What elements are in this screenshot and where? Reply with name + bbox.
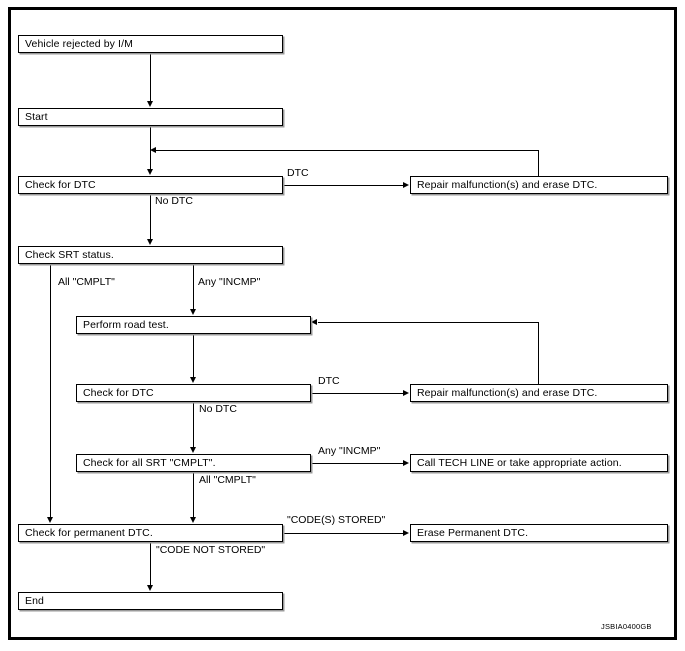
- edge-srt-to-roadtest: [193, 264, 194, 310]
- edge-allsrt-to-techline-arrow: [403, 460, 409, 466]
- edge-checkdtc2-to-allsrt-arrow: [190, 447, 196, 453]
- edge-srt-to-roadtest-arrow: [190, 309, 196, 315]
- node-check-dtc-1[interactable]: Check for DTC: [18, 176, 283, 194]
- edge-repair2-riser: [538, 322, 539, 384]
- node-end[interactable]: End: [18, 592, 283, 610]
- edge-label-all-cmplt-1: All "CMPLT": [58, 276, 115, 288]
- node-perform-road-test[interactable]: Perform road test.: [76, 316, 311, 334]
- edge-roadtest-to-checkdtc2-arrow: [190, 377, 196, 383]
- node-label: Vehicle rejected by I/M: [25, 37, 133, 50]
- edge-label-code-not-stored: "CODE NOT STORED": [156, 544, 266, 556]
- edge-checkdtc2-to-repair2: [311, 393, 403, 394]
- edge-repair2-return-arrow: [311, 319, 317, 325]
- node-label: Check for DTC: [25, 178, 96, 191]
- node-label: Erase Permanent DTC.: [417, 526, 529, 539]
- node-label: Check for permanent DTC.: [25, 526, 153, 539]
- edge-allsrt-to-permanentdtc-arrow: [190, 517, 196, 523]
- node-erase-permanent-dtc[interactable]: Erase Permanent DTC.: [410, 524, 668, 542]
- edge-checkdtc1-to-srt: [150, 194, 151, 240]
- node-label: End: [25, 594, 44, 607]
- node-label: Call TECH LINE or take appropriate actio…: [417, 456, 622, 469]
- node-vehicle-rejected[interactable]: Vehicle rejected by I/M: [18, 35, 283, 53]
- edge-label-all-cmplt-2: All "CMPLT": [199, 474, 256, 486]
- node-check-permanent-dtc[interactable]: Check for permanent DTC.: [18, 524, 283, 542]
- edge-permanentdtc-to-erase: [283, 533, 403, 534]
- edge-checkdtc2-to-repair2-arrow: [403, 390, 409, 396]
- node-call-tech-line[interactable]: Call TECH LINE or take appropriate actio…: [410, 454, 668, 472]
- edge-label-any-incmp-2: Any "INCMP": [318, 445, 381, 457]
- node-label: Check for DTC: [83, 386, 154, 399]
- edge-label-codes-stored: "CODE(S) STORED": [287, 514, 386, 526]
- edge-roadtest-to-checkdtc2: [193, 334, 194, 378]
- edge-checkdtc1-to-srt-arrow: [147, 239, 153, 245]
- edge-checkdtc2-to-allsrt: [193, 402, 194, 448]
- edge-label-no-dtc-1: No DTC: [155, 195, 193, 207]
- node-label: Check for all SRT "CMPLT".: [83, 456, 216, 469]
- edge-repair1-return: [156, 150, 539, 151]
- edge-permanentdtc-to-end-arrow: [147, 585, 153, 591]
- edge-srt-allcmplt-arrow: [47, 517, 53, 523]
- edge-permanentdtc-to-end: [150, 542, 151, 586]
- node-start[interactable]: Start: [18, 108, 283, 126]
- edge-checkdtc1-to-repair1: [283, 185, 403, 186]
- node-label: Perform road test.: [83, 318, 169, 331]
- node-check-srt-status[interactable]: Check SRT status.: [18, 246, 283, 264]
- node-label: Check SRT status.: [25, 248, 114, 261]
- node-check-dtc-2[interactable]: Check for DTC: [76, 384, 311, 402]
- edge-permanentdtc-to-erase-arrow: [403, 530, 409, 536]
- edge-srt-allcmplt-left: [50, 264, 51, 517]
- node-label: Repair malfunction(s) and erase DTC.: [417, 178, 598, 191]
- edge-label-dtc-1: DTC: [287, 167, 309, 179]
- edge-allsrt-to-permanentdtc: [193, 472, 194, 517]
- node-repair-malfunctions-1[interactable]: Repair malfunction(s) and erase DTC.: [410, 176, 668, 194]
- edge-checkdtc1-to-repair1-arrow: [403, 182, 409, 188]
- edge-label-any-incmp-1: Any "INCMP": [198, 276, 261, 288]
- edge-repair2-return: [318, 322, 539, 323]
- edge-repair1-riser: [538, 150, 539, 176]
- edge-vehicle-to-start-arrow: [147, 101, 153, 107]
- edge-start-to-checkdtc-arrow: [147, 169, 153, 175]
- figure-border: [8, 7, 677, 640]
- edge-label-dtc-2: DTC: [318, 375, 340, 387]
- edge-repair1-return-arrow: [150, 147, 156, 153]
- edge-allsrt-to-techline: [311, 463, 403, 464]
- node-label: Repair malfunction(s) and erase DTC.: [417, 386, 598, 399]
- edge-label-no-dtc-2: No DTC: [199, 403, 237, 415]
- node-repair-malfunctions-2[interactable]: Repair malfunction(s) and erase DTC.: [410, 384, 668, 402]
- node-label: Start: [25, 110, 48, 123]
- edge-vehicle-to-start: [150, 53, 151, 102]
- node-check-all-srt-cmplt[interactable]: Check for all SRT "CMPLT".: [76, 454, 311, 472]
- figure-reference-code: JSBIA0400GB: [601, 622, 652, 631]
